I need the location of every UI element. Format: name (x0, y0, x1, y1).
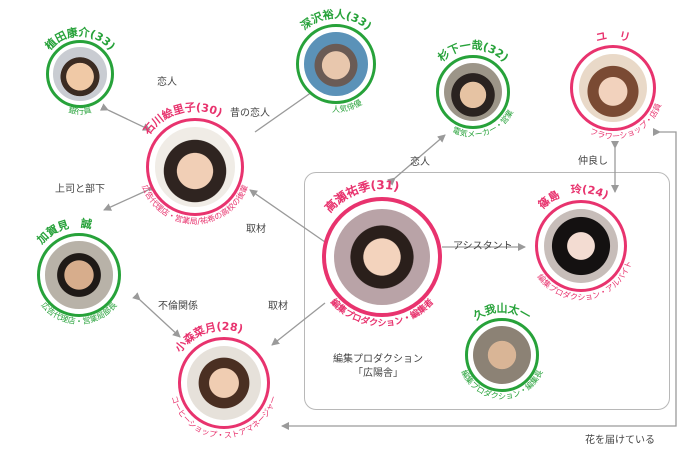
kuiyama-name: 久我山太一 (471, 301, 533, 323)
line-fukazawa-ishikawa (254, 91, 313, 133)
svg-text:銀行員: 銀行員 (68, 105, 93, 116)
sugishita-portrait (436, 55, 510, 129)
character-shinohara (535, 200, 627, 292)
relation-label-assistant: アシスタント (453, 241, 513, 252)
relation-label-furin: 不倫関係 (158, 301, 198, 312)
svg-text:コーヒーショップ・ストアマネージャー: コーヒーショップ・ストアマネージャー (170, 395, 279, 440)
relation-label-koibito-sugishita: 恋人 (410, 157, 430, 168)
ishikawa-portrait (146, 118, 244, 216)
ueda-role: 銀行員 (68, 105, 93, 116)
character-kaga (37, 233, 121, 317)
character-kuiyama (465, 318, 539, 392)
yuri-name: ユ リ (595, 29, 632, 44)
character-takase (322, 197, 442, 317)
line-ishikawa-kaga (103, 183, 157, 211)
fukazawa-portrait (296, 24, 376, 104)
yuri-portrait (570, 45, 656, 131)
takase-portrait (322, 197, 442, 317)
relation-label-hana: 花を届けている (585, 435, 655, 446)
ueda-portrait (46, 40, 114, 108)
kaga-portrait (37, 233, 121, 317)
character-ishikawa (146, 118, 244, 216)
relation-label-mukashi: 昔の恋人 (230, 108, 270, 119)
relation-label-nakayoshi: 仲良し (578, 156, 608, 167)
line-kaga-komori (132, 292, 181, 338)
komori-role: コーヒーショップ・ストアマネージャー (170, 395, 279, 440)
relation-label-shuzai-ishikawa: 取材 (246, 224, 266, 235)
svg-text:小森菜月(28): 小森菜月(28) (171, 320, 245, 356)
relation-label-koibito-ueda: 恋人 (157, 77, 177, 88)
svg-text:久我山太一: 久我山太一 (471, 301, 533, 323)
komori-name: 小森菜月 (171, 321, 217, 356)
takase-age: (31) (370, 178, 401, 194)
relation-label-joshi: 上司と部下 (55, 184, 105, 195)
shinohara-portrait (535, 200, 627, 292)
komori-age: (28) (216, 320, 245, 336)
komori-portrait (178, 337, 270, 429)
line-yuri-komori (281, 128, 677, 430)
line-ueda-ishikawa (99, 103, 151, 131)
svg-text:ユ リ: ユ リ (595, 29, 632, 44)
character-komori (178, 337, 270, 429)
relation-label-shuzai-komori: 取材 (268, 301, 288, 312)
character-ueda (46, 40, 114, 108)
character-yuri (570, 45, 656, 131)
character-fukazawa (296, 24, 376, 104)
character-sugishita (436, 55, 510, 129)
kuiyama-portrait (465, 318, 539, 392)
